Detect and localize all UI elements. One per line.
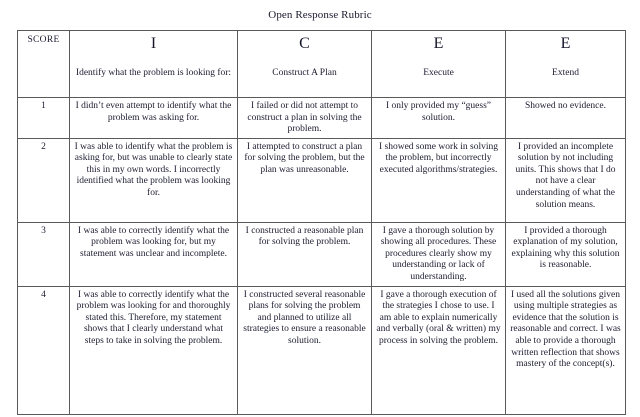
column-header-identify: I Identify what the problem is looking f… (69, 30, 238, 98)
cell-text: I only provided my “guess” solution. (385, 101, 491, 123)
cell-identify-3: I was able to correctly identify what th… (69, 221, 238, 287)
cell-text: I was able to correctly identify what th… (76, 289, 231, 346)
table-row: 2 I was able to identify what the proble… (17, 137, 626, 223)
cell-text: I constructed several reasonable plans f… (243, 289, 366, 346)
score-value-3: 3 (17, 221, 70, 287)
cell-execute-4: I gave a thorough execution of the strat… (371, 285, 506, 415)
page-title: Open Response Rubric (268, 9, 372, 21)
column-letter-c: C (299, 35, 310, 52)
cell-execute-1: I only provided my “guess” solution. (371, 97, 506, 139)
cell-text: I failed or did not attempt to construct… (247, 101, 362, 135)
cell-execute-2: I showed some work in solving the proble… (371, 137, 506, 223)
cell-construct-1: I failed or did not attempt to construct… (237, 97, 372, 139)
column-header-extend: E Extend (505, 30, 626, 98)
cell-extend-2: I provided an incomplete solution by not… (505, 137, 626, 223)
score-value-4: 4 (17, 285, 70, 415)
cell-construct-3: I constructed a reasonable plan for solv… (237, 221, 372, 287)
column-header-execute: E Execute (371, 30, 506, 98)
cell-extend-3: I provided a thorough explanation of my … (505, 221, 626, 287)
table-row: 1 I didn’t even attempt to identify what… (17, 97, 626, 139)
cell-text: I was able to correctly identify what th… (77, 225, 230, 259)
cell-text: Showed no evidence. (525, 101, 606, 111)
column-name-execute: Execute (423, 67, 454, 78)
cell-text: I provided an incomplete solution by not… (515, 141, 616, 210)
column-letter-i: I (150, 35, 157, 52)
column-name-identify: Identify what the problem is looking for… (75, 67, 232, 78)
column-letter-e-extend: E (560, 35, 571, 52)
column-name-construct: Construct A Plan (272, 67, 337, 78)
cell-extend-4: I used all the solutions given using mul… (505, 285, 626, 415)
score-value-2: 2 (17, 137, 70, 223)
table-row: 4 I was able to correctly identify what … (17, 285, 626, 415)
cell-text: I attempted to construct a plan for solv… (244, 141, 365, 175)
rubric-table-container: SCORE I Identify what the problem is loo… (17, 30, 626, 415)
column-header-score: SCORE (17, 30, 70, 98)
cell-identify-2: I was able to identify what the problem … (69, 137, 238, 223)
column-header-construct: C Construct A Plan (237, 30, 372, 98)
cell-identify-4: I was able to correctly identify what th… (69, 285, 238, 415)
cell-construct-4: I constructed several reasonable plans f… (237, 285, 372, 415)
column-name-extend: Extend (552, 67, 579, 78)
cell-text: I constructed a reasonable plan for solv… (245, 225, 364, 248)
cell-text: I showed some work in solving the proble… (378, 141, 498, 175)
cell-text: I used all the solutions given using mul… (510, 289, 621, 370)
cell-text: I gave a thorough execution of the strat… (376, 289, 501, 346)
column-letter-e-execute: E (433, 35, 444, 52)
cell-construct-2: I attempted to construct a plan for solv… (237, 137, 372, 223)
score-value-1: 1 (17, 97, 70, 139)
cell-text: I was able to identify what the problem … (74, 141, 233, 199)
cell-identify-1: I didn’t even attempt to identify what t… (69, 97, 238, 139)
cell-text: I provided a thorough explanation of my … (511, 225, 620, 271)
table-row: 3 I was able to correctly identify what … (17, 221, 626, 287)
table-header-row: SCORE I Identify what the problem is loo… (17, 30, 626, 98)
cell-execute-3: I gave a thorough solution by showing al… (371, 221, 506, 287)
cell-text: I didn’t even attempt to identify what t… (75, 101, 232, 123)
cell-text: I gave a thorough solution by showing al… (380, 225, 497, 283)
rubric-table: SCORE I Identify what the problem is loo… (17, 30, 626, 415)
cell-extend-1: Showed no evidence. (505, 97, 626, 139)
